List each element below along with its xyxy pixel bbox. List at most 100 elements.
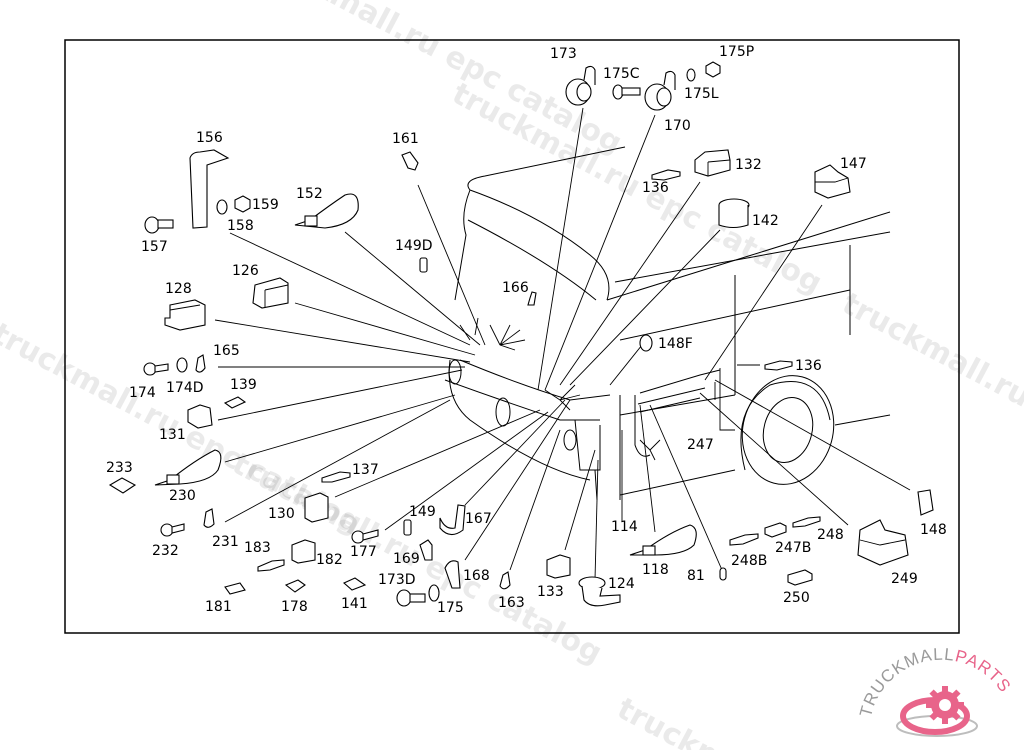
- label-137[interactable]: 137: [352, 462, 379, 478]
- label-148F[interactable]: 148F: [658, 336, 693, 352]
- label-250[interactable]: 250: [783, 590, 810, 606]
- label-167[interactable]: 167: [465, 511, 492, 527]
- part-149D-sleeve: [419, 257, 428, 273]
- label-170[interactable]: 170: [664, 118, 691, 134]
- part-231-hook: [203, 508, 215, 528]
- label-136-lower[interactable]: 136: [795, 358, 822, 374]
- part-139-terminal: [223, 396, 247, 409]
- label-169[interactable]: 169: [393, 551, 420, 567]
- truck-outline: [444, 146, 891, 501]
- label-248[interactable]: 248: [817, 527, 844, 543]
- label-131[interactable]: 131: [159, 427, 186, 443]
- part-148F-grommet: [639, 334, 653, 352]
- label-124[interactable]: 124: [608, 576, 635, 592]
- part-183-terminal: [257, 559, 285, 572]
- label-230[interactable]: 230: [169, 488, 196, 504]
- part-133-connector: [546, 554, 571, 579]
- label-173D[interactable]: 173D: [378, 572, 416, 588]
- part-250-connector: [787, 569, 813, 586]
- part-141-clip: [342, 577, 367, 591]
- label-233[interactable]: 233: [106, 460, 133, 476]
- part-148-connector: [917, 489, 934, 516]
- label-183[interactable]: 183: [244, 540, 271, 556]
- label-163[interactable]: 163: [498, 595, 525, 611]
- label-247[interactable]: 247: [687, 437, 714, 453]
- label-249[interactable]: 249: [891, 571, 918, 587]
- label-132[interactable]: 132: [735, 157, 762, 173]
- gear-icon: [926, 686, 964, 724]
- part-132-connector: [694, 149, 731, 177]
- label-175[interactable]: 175: [437, 600, 464, 616]
- part-118-cable-tie: [629, 524, 697, 556]
- part-165-hook: [195, 354, 206, 373]
- label-157[interactable]: 157: [141, 239, 168, 255]
- logo-text-right: PARTS: [953, 646, 1015, 696]
- label-168[interactable]: 168: [463, 568, 490, 584]
- label-174D[interactable]: 174D: [166, 380, 204, 396]
- part-130-connector: [304, 492, 329, 523]
- label-128[interactable]: 128: [165, 281, 192, 297]
- label-177[interactable]: 177: [350, 544, 377, 560]
- label-147[interactable]: 147: [840, 156, 867, 172]
- part-174-screw: [143, 362, 169, 376]
- part-248-terminal: [792, 516, 821, 528]
- part-175C-bolt: [612, 84, 641, 100]
- part-248B-terminal: [729, 533, 759, 546]
- part-249-housing: [857, 519, 909, 566]
- label-181[interactable]: 181: [205, 599, 232, 615]
- label-175C[interactable]: 175C: [603, 66, 640, 82]
- label-81[interactable]: 81: [687, 568, 705, 584]
- part-161-clip: [401, 151, 419, 171]
- part-174D-washer: [176, 357, 188, 373]
- label-231[interactable]: 231: [212, 534, 239, 550]
- part-230-cable-tie: [154, 449, 222, 486]
- part-labels: 173 175C 175P 175L 170 156 159 158 157 1…: [106, 44, 947, 616]
- label-232[interactable]: 232: [152, 543, 179, 559]
- label-182[interactable]: 182: [316, 552, 343, 568]
- label-165[interactable]: 165: [213, 343, 240, 359]
- label-148[interactable]: 148: [920, 522, 947, 538]
- label-152[interactable]: 152: [296, 186, 323, 202]
- watermark-5: truckmall.ru epc catalog: [836, 286, 1024, 511]
- label-173[interactable]: 173: [550, 46, 577, 62]
- label-139[interactable]: 139: [230, 377, 257, 393]
- label-149[interactable]: 149: [409, 504, 436, 520]
- part-163-hook: [499, 571, 511, 590]
- label-161[interactable]: 161: [392, 131, 419, 147]
- label-159[interactable]: 159: [252, 197, 279, 213]
- label-158[interactable]: 158: [227, 218, 254, 234]
- label-130[interactable]: 130: [268, 506, 295, 522]
- label-126[interactable]: 126: [232, 263, 259, 279]
- part-124-elbow: [578, 576, 621, 607]
- part-173-clip: [565, 65, 596, 106]
- part-175-washer: [428, 584, 440, 602]
- part-175L-washer: [686, 68, 696, 82]
- label-133[interactable]: 133: [537, 584, 564, 600]
- label-149D[interactable]: 149D: [395, 238, 433, 254]
- diagram-frame: [64, 39, 960, 634]
- label-248B[interactable]: 248B: [731, 553, 767, 569]
- label-247B[interactable]: 247B: [775, 540, 811, 556]
- label-156[interactable]: 156: [196, 130, 223, 146]
- label-166[interactable]: 166: [502, 280, 529, 296]
- label-175P[interactable]: 175P: [719, 44, 754, 60]
- part-173D-bolt: [396, 589, 426, 607]
- part-159-nut: [234, 195, 251, 213]
- label-136-upper[interactable]: 136: [642, 180, 669, 196]
- label-118[interactable]: 118: [642, 562, 669, 578]
- label-178[interactable]: 178: [281, 599, 308, 615]
- part-137-terminal: [321, 471, 351, 483]
- label-114[interactable]: 114: [611, 519, 638, 535]
- part-126-connector: [252, 277, 289, 309]
- part-152-cable-tie: [294, 193, 359, 229]
- part-158-washer: [216, 199, 228, 215]
- label-142[interactable]: 142: [752, 213, 779, 229]
- watermark-2: truckmall.ru epc catalog: [446, 76, 827, 301]
- part-128-relay: [164, 299, 206, 331]
- part-149-sleeve: [403, 519, 412, 536]
- label-141[interactable]: 141: [341, 596, 368, 612]
- label-174[interactable]: 174: [129, 385, 156, 401]
- part-131-connector: [187, 404, 213, 429]
- part-166-hook: [527, 291, 537, 306]
- label-175L[interactable]: 175L: [684, 86, 719, 102]
